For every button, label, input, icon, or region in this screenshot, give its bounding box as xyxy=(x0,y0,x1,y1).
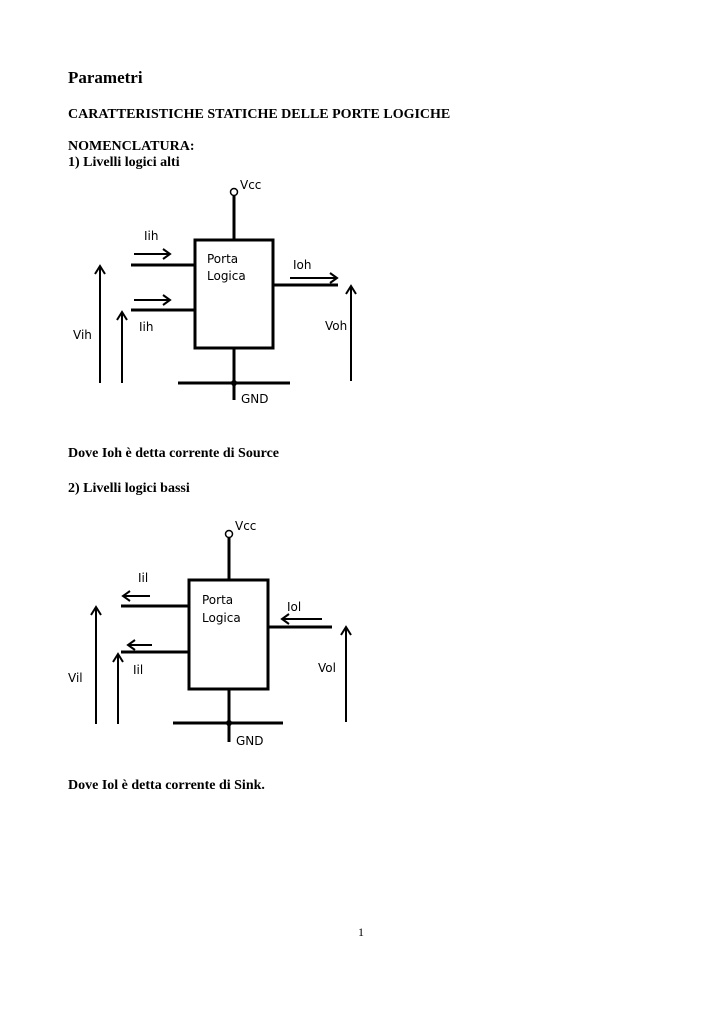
caption-source-current: Dove Ioh è detta corrente di Source xyxy=(68,446,279,461)
output-current-label: Iol xyxy=(287,600,301,614)
vcc-label: Vcc xyxy=(240,178,261,192)
section-heading: CARATTERISTICHE STATICHE DELLE PORTE LOG… xyxy=(68,107,451,122)
gate-label-line2: Logica xyxy=(207,269,246,283)
gnd-label: GND xyxy=(241,392,269,406)
page-title: Parametri xyxy=(68,68,143,87)
input-voltage-label: Vil xyxy=(68,671,83,685)
gate-label-line1: Porta xyxy=(202,593,233,607)
gnd-label: GND xyxy=(236,734,264,748)
vcc-label: Vcc xyxy=(235,519,256,533)
input-current-label-bottom: Iil xyxy=(133,663,143,677)
input-current-label-top: Iil xyxy=(138,571,148,585)
nomenclature-heading: NOMENCLATURA: xyxy=(68,139,195,154)
input-current-label-bottom: Iih xyxy=(139,320,153,334)
section-high-levels: 1) Livelli logici alti xyxy=(68,155,180,170)
output-voltage-label: Vol xyxy=(318,661,336,675)
output-voltage-label: Voh xyxy=(325,319,347,333)
input-voltage-label: Vih xyxy=(73,328,92,342)
gate-label-line1: Porta xyxy=(207,252,238,266)
input-current-label-top: Iih xyxy=(144,229,158,243)
output-current-label: Ioh xyxy=(293,258,312,272)
section-low-levels: 2) Livelli logici bassi xyxy=(68,481,190,496)
gate-label-line2: Logica xyxy=(202,611,241,625)
caption-sink-current: Dove Iol è detta corrente di Sink. xyxy=(68,778,265,793)
page-number: 1 xyxy=(358,925,364,939)
